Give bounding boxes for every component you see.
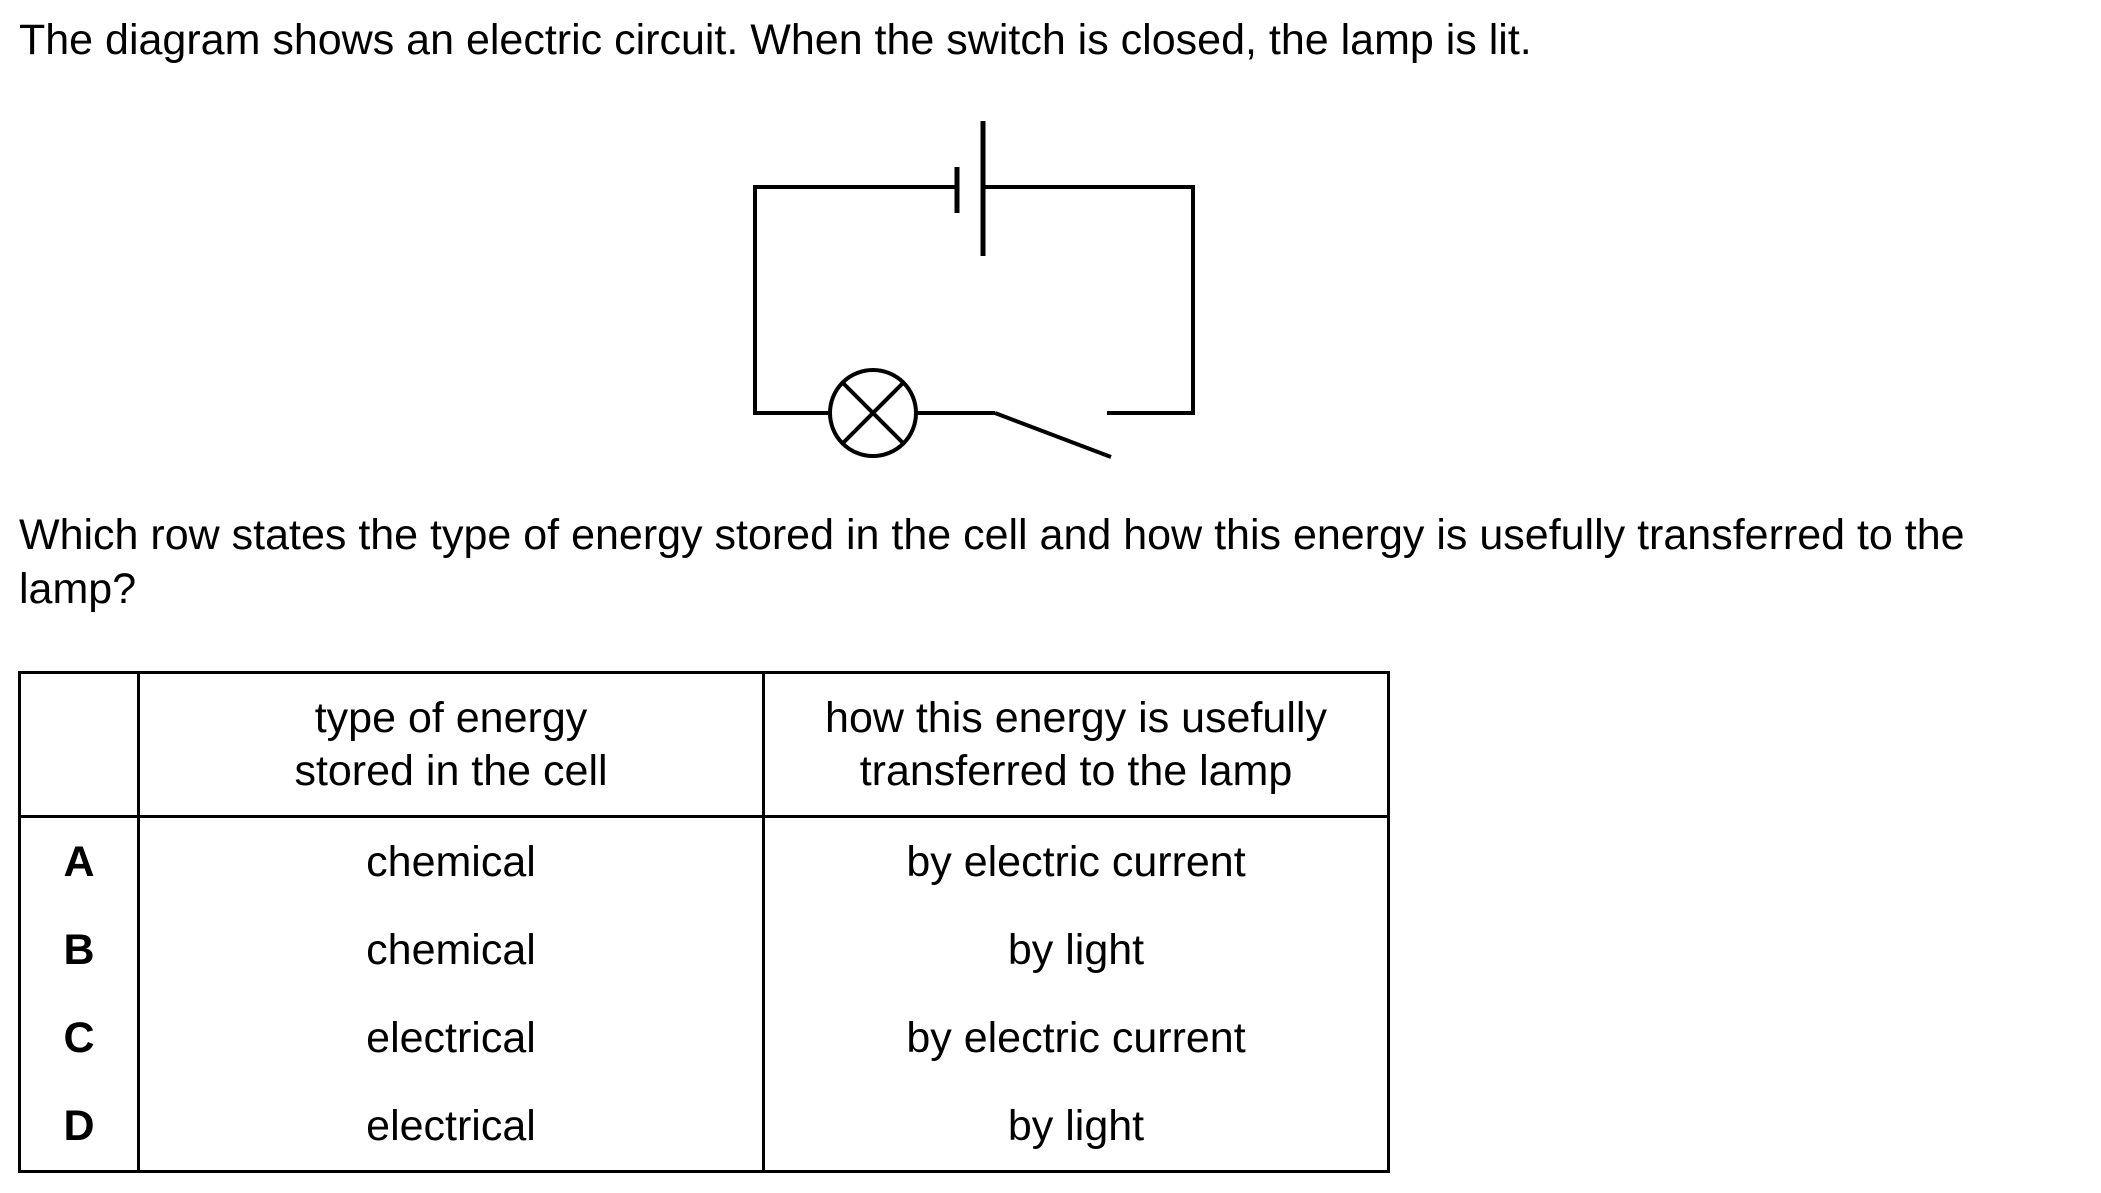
cell-icon — [954, 121, 986, 256]
header-transfer: how this energy is usefully transferred … — [762, 672, 1390, 818]
table-header-row: type of energy stored in the cell how th… — [18, 672, 1390, 818]
row-letter: C — [18, 994, 140, 1082]
row-energy: chemical — [137, 816, 765, 906]
answer-table: type of energy stored in the cell how th… — [18, 671, 1390, 1173]
circuit-diagram — [753, 121, 1195, 459]
row-energy: electrical — [137, 1082, 765, 1172]
header-energy-type: type of energy stored in the cell — [137, 672, 765, 818]
wire-top-right — [983, 185, 1195, 415]
row-letter: D — [18, 1082, 140, 1172]
row-energy: electrical — [137, 994, 765, 1082]
row-transfer: by electric current — [762, 816, 1390, 906]
row-transfer: by light — [762, 1082, 1390, 1172]
header-energy-line2: stored in the cell — [294, 746, 608, 795]
row-letter: B — [18, 906, 140, 994]
lamp-icon — [828, 368, 918, 458]
header-transfer-line1: how this energy is usefully — [825, 693, 1327, 742]
switch-icon — [994, 411, 1112, 459]
row-transfer: by light — [762, 906, 1390, 994]
table-row: D electrical by light — [18, 1082, 1390, 1172]
question-text: Which row states the type of energy stor… — [19, 511, 1965, 613]
row-transfer: by electric current — [762, 994, 1390, 1082]
wire-top-left — [753, 185, 957, 415]
table-row: A chemical by electric current — [18, 816, 1390, 906]
row-letter: A — [18, 816, 140, 906]
table-row: B chemical by light — [18, 906, 1390, 994]
header-energy-line1: type of energy — [314, 693, 588, 742]
header-transfer-line2: transferred to the lamp — [859, 746, 1293, 795]
intro-text: The diagram shows an electric circuit. W… — [19, 16, 1532, 64]
header-letter — [18, 672, 140, 818]
table-row: C electrical by electric current — [18, 994, 1390, 1082]
row-energy: chemical — [137, 906, 765, 994]
